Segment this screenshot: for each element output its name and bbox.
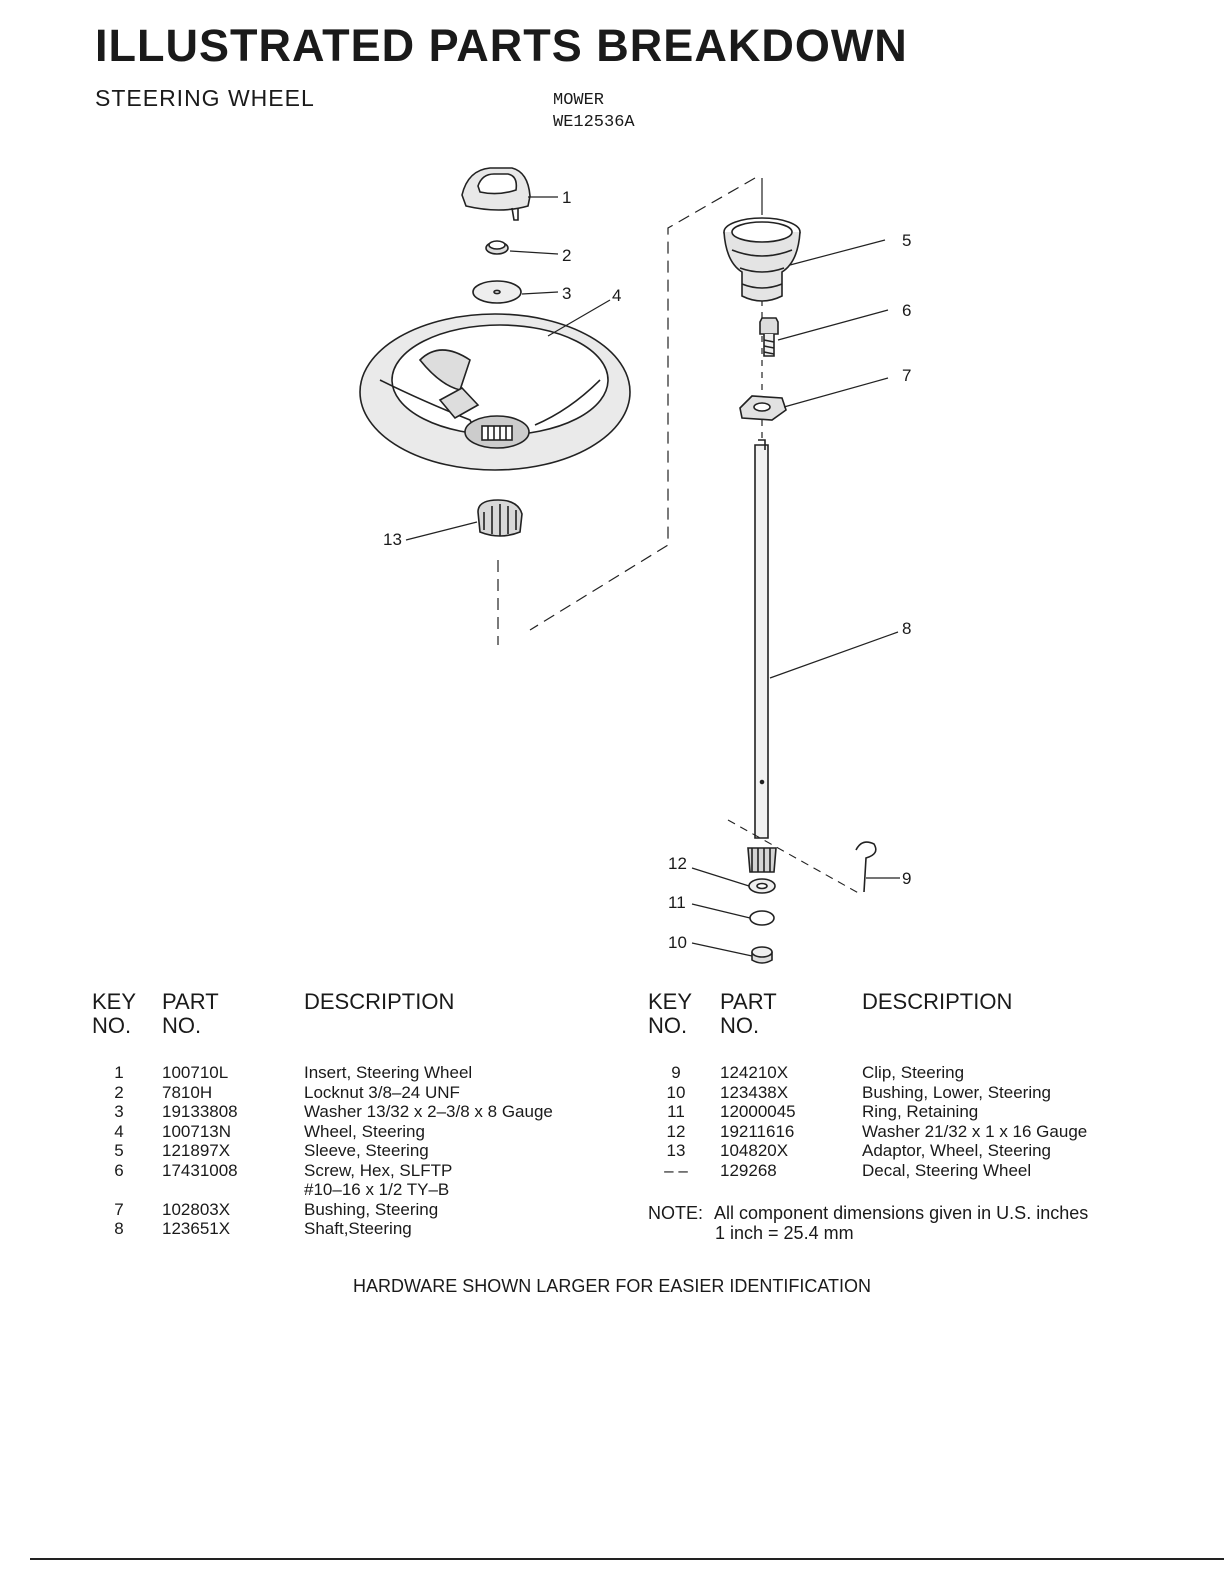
page-title: ILLUSTRATED PARTS BREAKDOWN [95,20,908,71]
callout-8: 8 [902,619,911,638]
left-part-column: 100710L 7810H 19133808 100713N 121897X 1… [162,1063,238,1238]
part-washer [472,280,522,304]
section-title: STEERING WHEEL [95,85,315,111]
part-pinion-gear [747,847,777,873]
callout-10: 10 [668,933,687,952]
part-retaining-ring [749,910,775,926]
part-clip [727,819,877,896]
hardware-note: HARDWARE SHOWN LARGER FOR EASIER IDENTIF… [352,1276,872,1296]
exploded-parts-diagram: 1 2 3 4 5 6 7 8 9 10 11 12 13 [359,167,911,964]
callout-5: 5 [902,231,911,250]
callout-12: 12 [668,854,687,873]
callout-9: 9 [902,869,911,888]
part-screw [759,317,779,357]
part-shaft [754,439,769,839]
right-part-column: 124210X 123438X 12000045 19211616 104820… [720,1063,796,1180]
callout-3: 3 [562,284,571,303]
dimensions-note: NOTE: All component dimensions given in … [648,1203,1088,1223]
note-label: NOTE: [648,1203,704,1223]
part-adaptor [477,499,523,537]
part-bushing-lower [751,946,773,964]
callout-11: 11 [668,893,686,912]
note-line-1: All component dimensions given in U.S. i… [714,1203,1089,1223]
left-key-column: 1 2 3 4 5 6 7 8 [114,1063,124,1238]
part-bushing [739,395,787,421]
right-description-header: DESCRIPTION [862,989,1013,1014]
right-key-column: 9 10 11 12 13 – – [664,1063,688,1180]
callout-6: 6 [902,301,911,320]
model-type: MOWER [553,91,605,110]
note-line-2: 1 inch = 25.4 mm [715,1223,854,1243]
part-steering-wheel [359,313,631,471]
callout-1: 1 [562,188,571,207]
bottom-rule [30,1558,1224,1560]
callout-2: 2 [562,246,571,265]
left-description-column: Insert, Steering Wheel Locknut 3/8–24 UN… [304,1063,553,1238]
callout-7: 7 [902,366,911,385]
model-block: MOWER WE12536A [553,90,635,134]
part-insert-steering-wheel [461,167,531,221]
model-number: WE12536A [553,113,635,132]
callout-13: 13 [383,530,402,549]
right-description-column: Clip, Steering Bushing, Lower, Steering … [862,1063,1088,1180]
left-description-header: DESCRIPTION [304,989,455,1014]
callout-4: 4 [612,286,621,305]
part-sleeve [723,217,801,302]
part-locknut [485,240,509,255]
